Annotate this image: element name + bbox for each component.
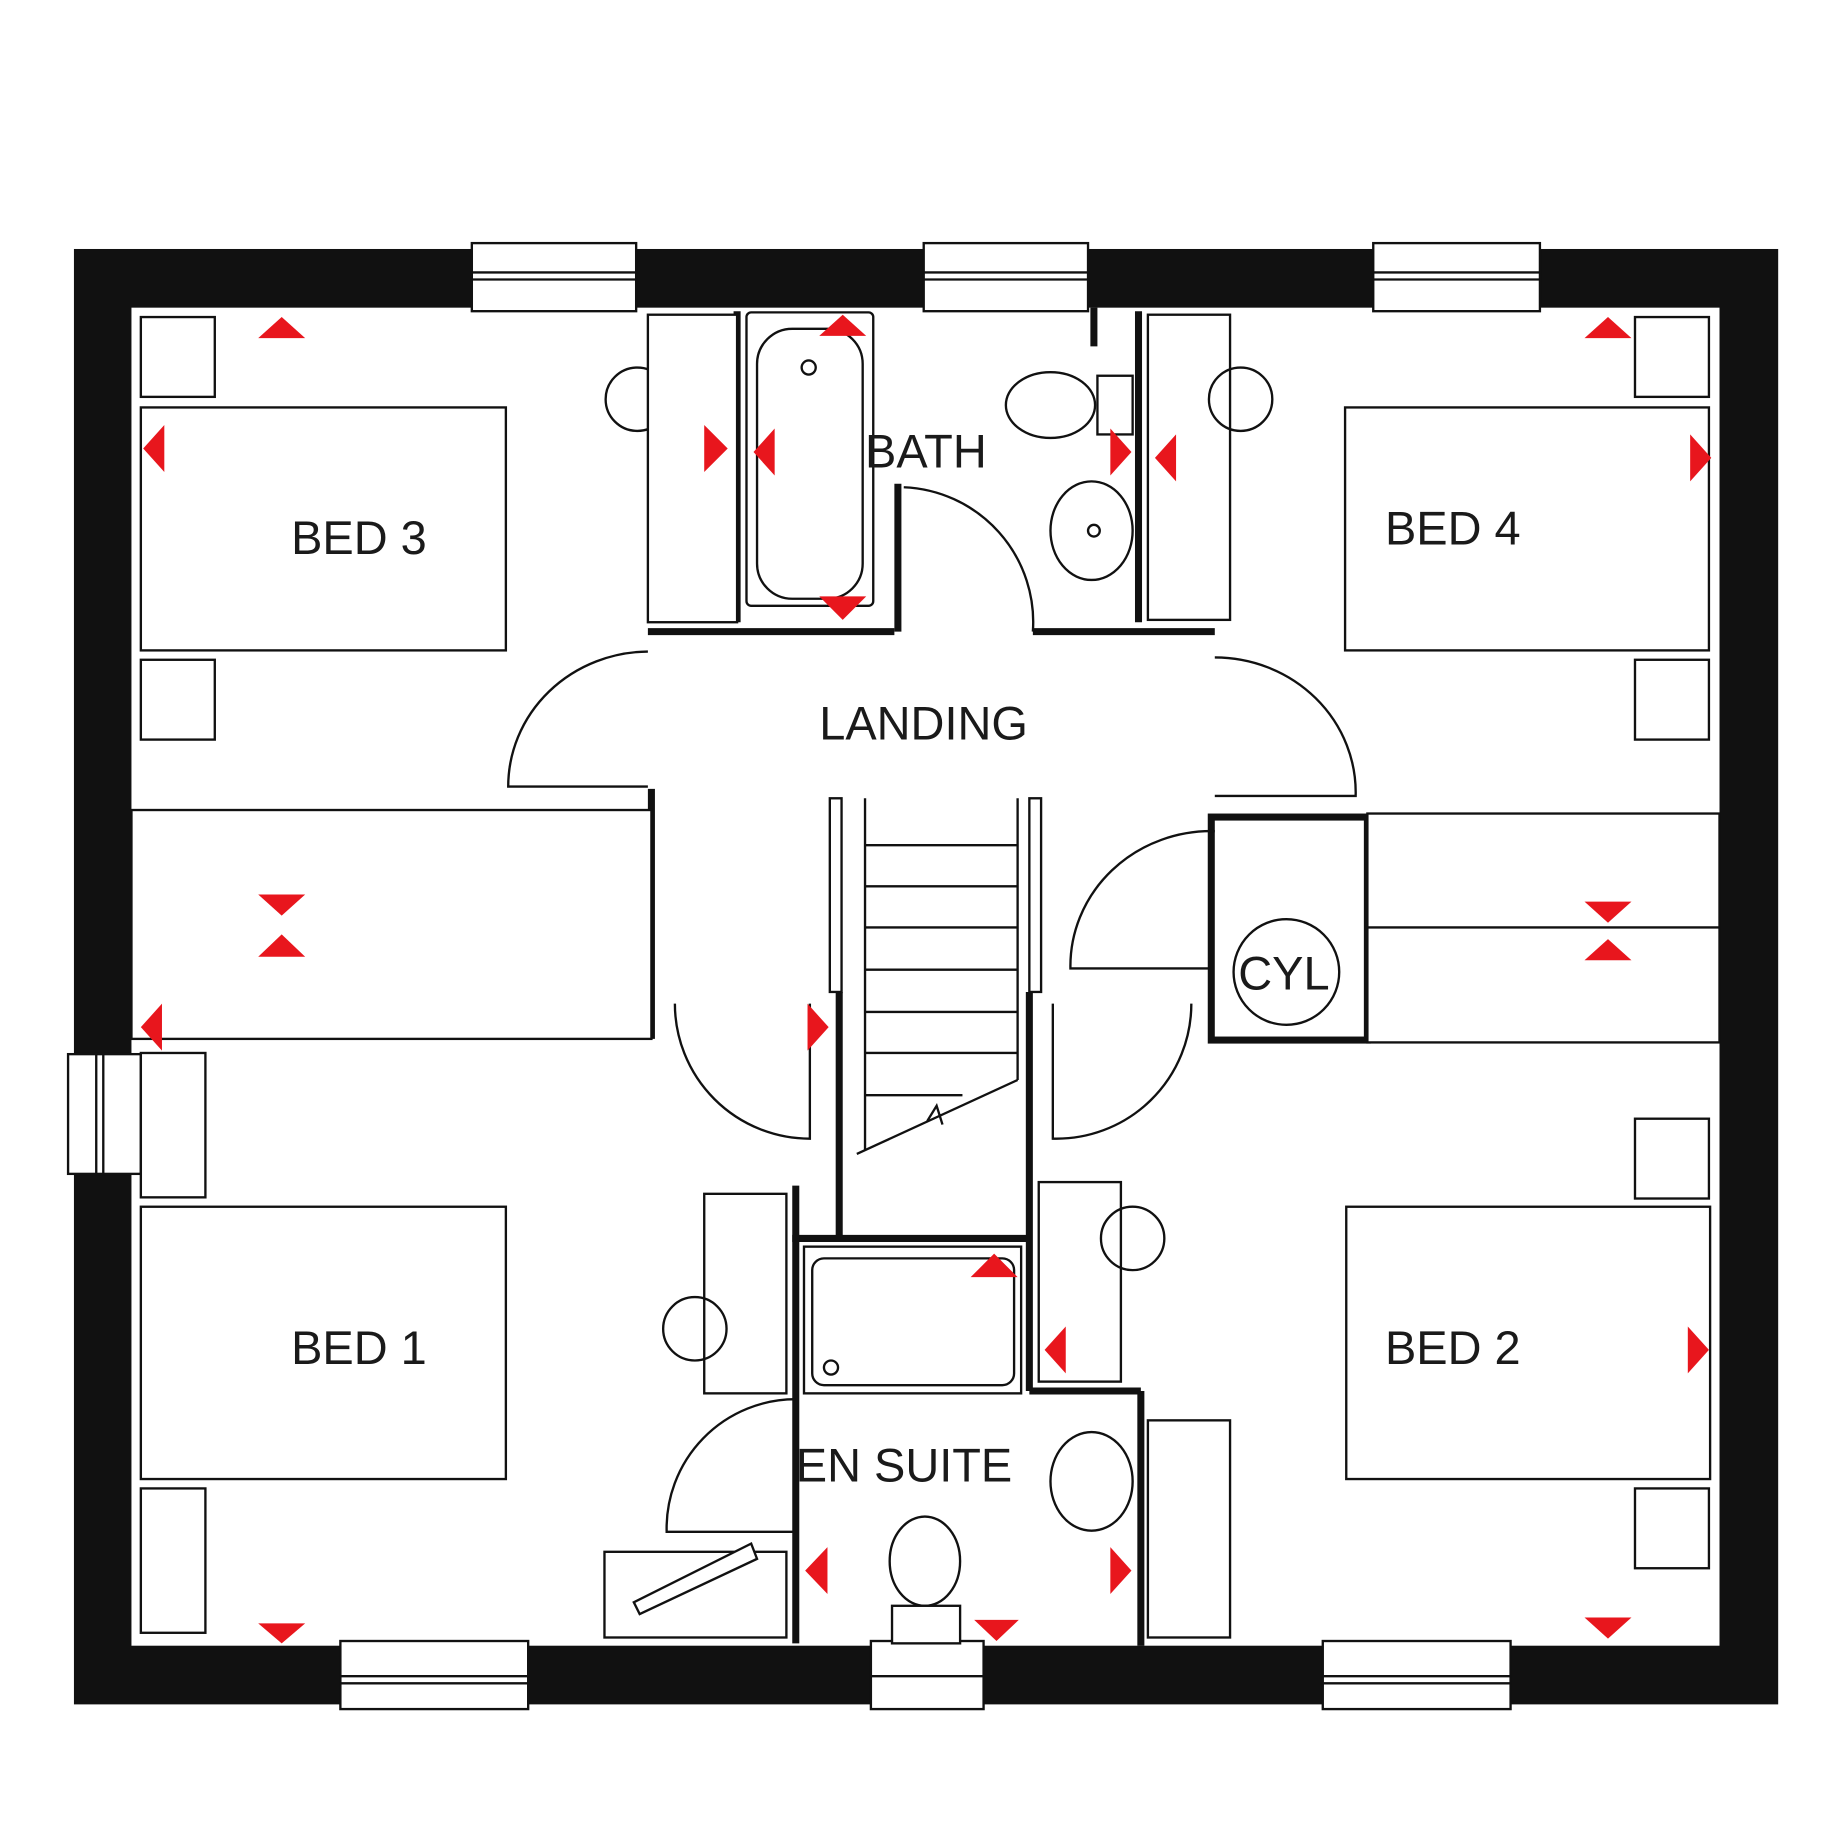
basin <box>1049 480 1134 582</box>
dimension-markers <box>140 314 1712 1644</box>
room-label-landing: LANDING <box>819 698 1028 750</box>
window-top-left <box>470 241 638 313</box>
bedside-table <box>139 658 216 741</box>
window-top-right <box>1372 241 1542 313</box>
bed-2-bed <box>1345 1205 1712 1481</box>
room-label-en-suite: EN SUITE <box>796 1439 1012 1491</box>
en-suite-basin <box>1049 1430 1134 1532</box>
window-bottom-center <box>869 1639 985 1711</box>
toilet <box>1004 371 1097 440</box>
bed-4-bed <box>1343 406 1711 652</box>
window-bottom-right <box>1321 1639 1512 1711</box>
room-label-bed-2: BED 2 <box>1385 1322 1521 1374</box>
bed-3-wardrobe <box>130 808 653 1041</box>
room-label-bed-1: BED 1 <box>291 1322 427 1374</box>
bed-1-bed <box>139 1205 508 1481</box>
cylinder <box>1232 918 1341 1026</box>
window-left <box>66 1052 143 1176</box>
window-top-center <box>922 241 1090 313</box>
windows <box>66 241 1542 1711</box>
door-swings <box>507 486 1357 1534</box>
bedside-table <box>139 315 216 399</box>
staircase <box>828 797 1043 1155</box>
room-label-bath: BATH <box>865 425 987 477</box>
room-label-cylinder: CYL <box>1238 948 1329 1000</box>
room-label-bed-3: BED 3 <box>291 512 427 564</box>
room-label-bed-4: BED 4 <box>1385 503 1521 555</box>
bed-3-bed <box>139 406 508 652</box>
window-bottom-left <box>339 1639 530 1711</box>
en-suite-toilet <box>888 1515 962 1607</box>
furniture <box>130 311 1721 1645</box>
